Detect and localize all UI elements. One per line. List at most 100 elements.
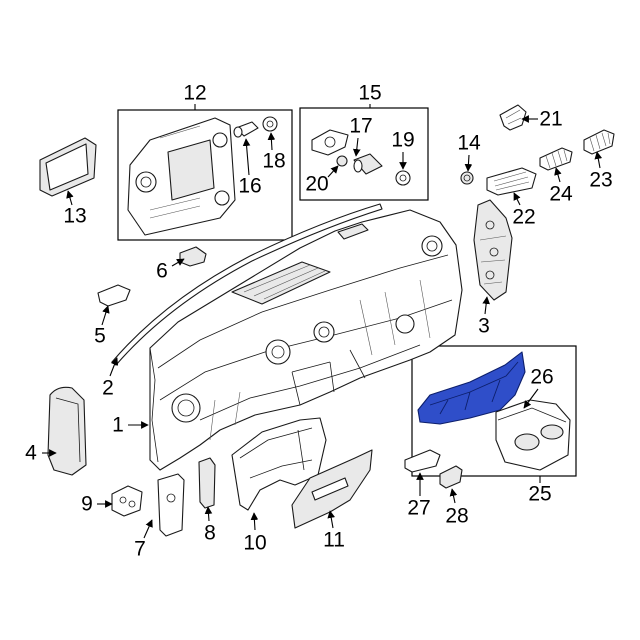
leader-arrow-28	[449, 488, 458, 504]
bracket-21-ribs	[505, 109, 522, 125]
leader-arrow-26	[523, 388, 539, 409]
cross-beam	[199, 344, 421, 421]
part-11-glove-box-door	[291, 449, 373, 529]
callout-2: 2	[102, 377, 114, 400]
radio-bezel-knob-left-inner	[140, 176, 152, 188]
structure-ribs	[209, 279, 431, 441]
callout-3: 3	[478, 315, 490, 338]
vent-grille-23-outline	[583, 129, 615, 155]
part-20-switch-bezel	[311, 129, 349, 167]
right-end-panel-hole-1	[485, 220, 495, 230]
callout-11: 11	[323, 529, 345, 552]
callout-16: 16	[238, 175, 261, 198]
right-end-panel-ribs	[479, 235, 507, 285]
bracket-21-outline	[499, 104, 527, 131]
part-10-lower-bezel	[231, 417, 327, 511]
display-unit-face	[45, 143, 89, 191]
part-4-left-end-cap	[47, 386, 87, 476]
callout-15: 15	[358, 82, 381, 105]
trim-panel-outline	[157, 473, 185, 537]
instrument-panel-lower-edge	[159, 299, 453, 401]
callout-1: 1	[112, 414, 124, 437]
left-end-cap-edge	[55, 397, 81, 463]
center-stack-frame	[291, 349, 366, 406]
switch-bracket-outline	[111, 485, 143, 517]
callout-4: 4	[25, 442, 37, 465]
part-7-trim-panel	[157, 473, 185, 537]
part-27-clip	[404, 449, 441, 473]
vent-grille-24-outline	[539, 147, 573, 171]
center-vent-left-inner	[271, 345, 285, 359]
part-16-switch-plug	[233, 121, 259, 138]
lower-bezel-edges	[239, 427, 313, 479]
leader-arrow-10	[250, 512, 259, 531]
switch-plug-end	[233, 126, 243, 138]
part-25-cup-holder	[495, 399, 571, 471]
group-box-25	[411, 345, 577, 477]
callout-8: 8	[204, 522, 216, 545]
callout-27: 27	[407, 497, 430, 520]
radio-bezel-screen	[167, 139, 215, 201]
leader-arrow-14	[464, 154, 473, 172]
trim-panel-hole	[166, 493, 176, 503]
callout-23: 23	[589, 169, 612, 192]
part-3-right-end-panel	[473, 199, 513, 301]
callout-6: 6	[156, 260, 168, 283]
knob-19-center	[399, 174, 407, 182]
knob-18-center	[266, 120, 274, 128]
button-14-body	[460, 171, 474, 185]
knob-19-body	[395, 170, 411, 186]
part-6-clip	[179, 246, 207, 267]
radio-bezel-knob-bottom-right	[214, 190, 230, 206]
callout-19: 19	[391, 129, 414, 152]
callout-28: 28	[445, 505, 468, 528]
switch-bezel-outline	[311, 129, 349, 156]
right-end-panel-hole-3	[485, 270, 495, 280]
callout-18: 18	[262, 150, 285, 173]
leader-arrow-18	[267, 132, 276, 151]
switch-bezel-opening	[324, 136, 336, 148]
part-14-button	[460, 171, 474, 185]
leader-arrow-5	[101, 305, 110, 326]
leader-arrow-6	[171, 258, 185, 267]
callout-14: 14	[457, 132, 481, 155]
callout-24: 24	[549, 183, 573, 206]
leader-arrow-20	[327, 165, 339, 178]
part-26-highlighted	[417, 351, 526, 425]
leader-arrow-13	[66, 190, 74, 206]
part-8-narrow-trim	[198, 457, 216, 509]
part-12-radio-bezel	[127, 117, 236, 236]
glove-box-handle	[311, 477, 349, 501]
left-cluster-opening-inner	[177, 399, 195, 417]
radio-bezel-knob-left	[135, 171, 157, 193]
left-end-cap-outline	[47, 386, 87, 476]
instrument-panel-outline	[149, 209, 463, 471]
callout-25: 25	[528, 483, 551, 506]
part-13-display-unit	[39, 137, 97, 197]
part-5-bracket	[97, 284, 131, 307]
part-1-instrument-panel	[149, 209, 463, 471]
part-21-bracket	[499, 104, 527, 131]
center-vent-right	[313, 321, 335, 343]
lower-bezel-outline	[231, 417, 327, 511]
group-box-15	[299, 107, 429, 201]
leader-arrow-7	[143, 519, 153, 539]
callout-9: 9	[81, 493, 93, 516]
vent-grille-24-slats	[545, 149, 568, 169]
vent-22-slats	[493, 171, 530, 191]
leader-arrow-3	[482, 296, 491, 315]
center-vent-right-inner	[318, 326, 330, 338]
switch-bracket-hole-1	[119, 496, 127, 504]
switch-bracket-hole-2	[128, 500, 136, 508]
switch-20-button	[336, 155, 348, 167]
radio-bezel-knob-top-right	[212, 132, 228, 148]
part-28-clip	[439, 465, 463, 489]
defrost-grille-slats	[243, 264, 326, 300]
callout-20: 20	[305, 173, 328, 196]
plug-body	[353, 153, 383, 175]
part-2-trim-strip	[111, 203, 383, 366]
leader-arrow-16	[242, 138, 251, 176]
cup-holder-cup-left	[514, 433, 540, 451]
